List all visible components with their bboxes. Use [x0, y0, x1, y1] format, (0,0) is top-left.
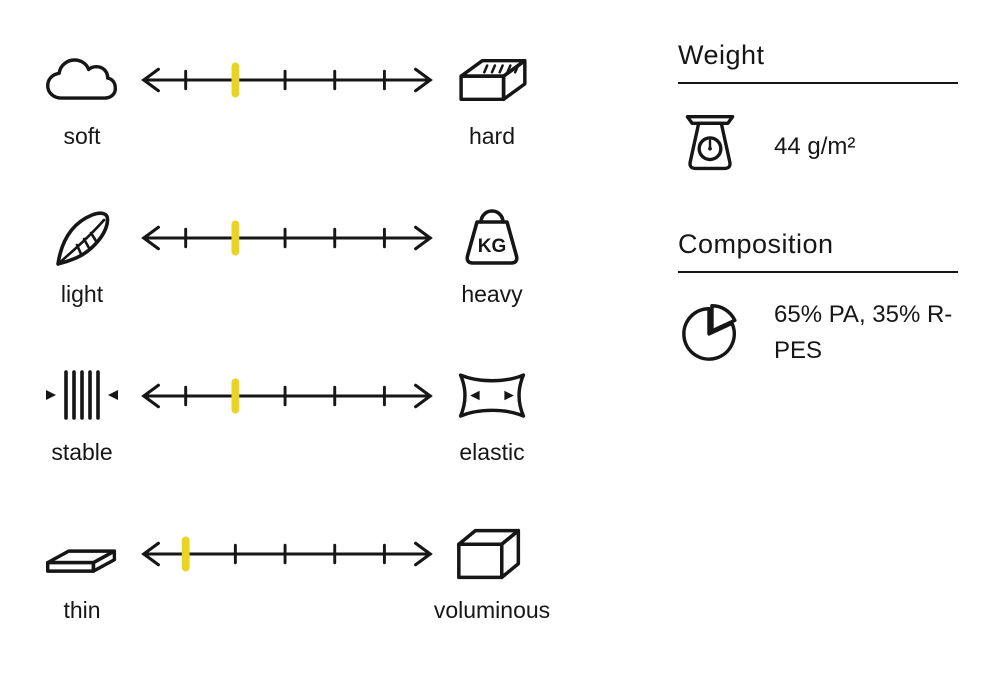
property-row-light-heavy: light KG heavy — [30, 204, 544, 308]
scale-left-label: thin — [63, 597, 101, 623]
scale-right-label: voluminous — [433, 597, 551, 623]
hard-column: hard — [440, 46, 544, 150]
thin-box-icon — [42, 520, 122, 588]
pie-chart-icon — [678, 299, 742, 368]
weight-value: 44 g/m² — [774, 132, 856, 160]
rating-scale — [141, 62, 433, 98]
kg-weight-icon: KG — [456, 204, 528, 272]
composition-section: Composition 65% PA, 35% R-PES — [678, 229, 958, 369]
cloud-icon — [42, 46, 122, 114]
scale-soft-hard — [134, 46, 440, 114]
weight-section: Weight 44 g/m² — [678, 40, 958, 185]
brick-icon — [451, 46, 533, 114]
stable-column: stable — [30, 362, 134, 466]
scale-stable-elastic — [134, 362, 440, 430]
heavy-column: KG heavy — [440, 204, 544, 308]
scale-right-label: heavy — [461, 281, 523, 307]
scale-thin-voluminous — [134, 520, 440, 588]
rating-scale — [141, 536, 433, 572]
property-row-stable-elastic: stable elastic — [30, 362, 544, 466]
scale-light-heavy — [134, 204, 440, 272]
composition-heading: Composition — [678, 229, 958, 273]
composition-value: 65% PA, 35% R-PES — [774, 301, 953, 364]
svg-text:KG: KG — [478, 236, 507, 257]
property-row-thin-voluminous: thin voluminous — [30, 520, 550, 624]
details-panel: Weight 44 g/m² Composition — [678, 40, 958, 369]
scale-right-label: hard — [468, 123, 516, 149]
kitchen-scale-icon — [678, 108, 742, 185]
elastic-column: elastic — [440, 362, 544, 466]
thin-column: thin — [30, 520, 134, 624]
scale-left-label: light — [60, 281, 104, 307]
rating-scale — [141, 220, 433, 256]
weight-detail-row: 44 g/m² — [678, 108, 958, 185]
voluminous-column: voluminous — [434, 520, 550, 624]
feather-icon — [48, 204, 116, 272]
weight-heading: Weight — [678, 40, 958, 84]
scale-right-label: elastic — [459, 439, 525, 465]
elastic-icon — [452, 362, 532, 430]
scale-left-label: stable — [51, 439, 113, 465]
stable-icon — [38, 362, 126, 430]
property-row-soft-hard: soft hard — [30, 46, 544, 150]
voluminous-box-icon — [452, 520, 532, 588]
scale-left-label: soft — [63, 123, 101, 149]
rating-scale — [141, 378, 433, 414]
soft-column: soft — [30, 46, 134, 150]
property-scales: soft hard — [30, 46, 550, 678]
composition-detail-row: 65% PA, 35% R-PES — [678, 297, 958, 369]
light-column: light — [30, 204, 134, 308]
